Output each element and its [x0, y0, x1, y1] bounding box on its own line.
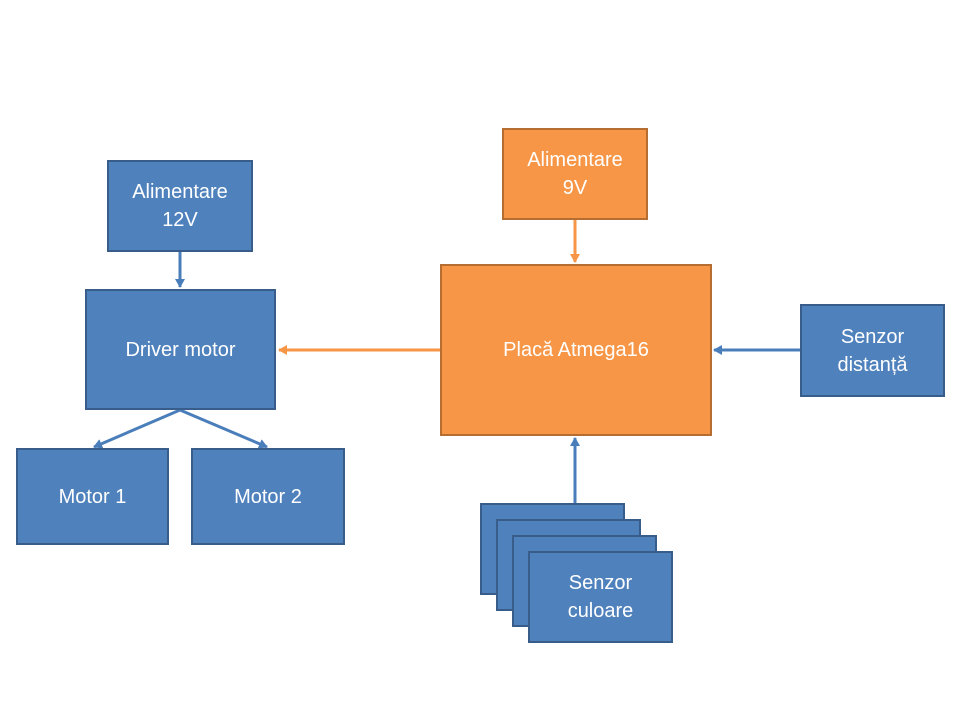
color-sensor-block: Senzor culoare	[528, 551, 673, 643]
motor-2-block: Motor 2	[191, 448, 345, 545]
power-9v-block: Alimentare 9V	[502, 128, 648, 220]
motor-1-block: Motor 1	[16, 448, 169, 545]
distance-sensor-block: Senzor distanță	[800, 304, 945, 397]
arrow-driver-to-motor-1	[93, 408, 181, 449]
power-12v-block: Alimentare 12V	[107, 160, 253, 252]
board-atmega16-block: Placă Atmega16	[440, 264, 712, 436]
arrow-driver-to-motor-2	[179, 408, 268, 449]
driver-motor-block: Driver motor	[85, 289, 276, 410]
